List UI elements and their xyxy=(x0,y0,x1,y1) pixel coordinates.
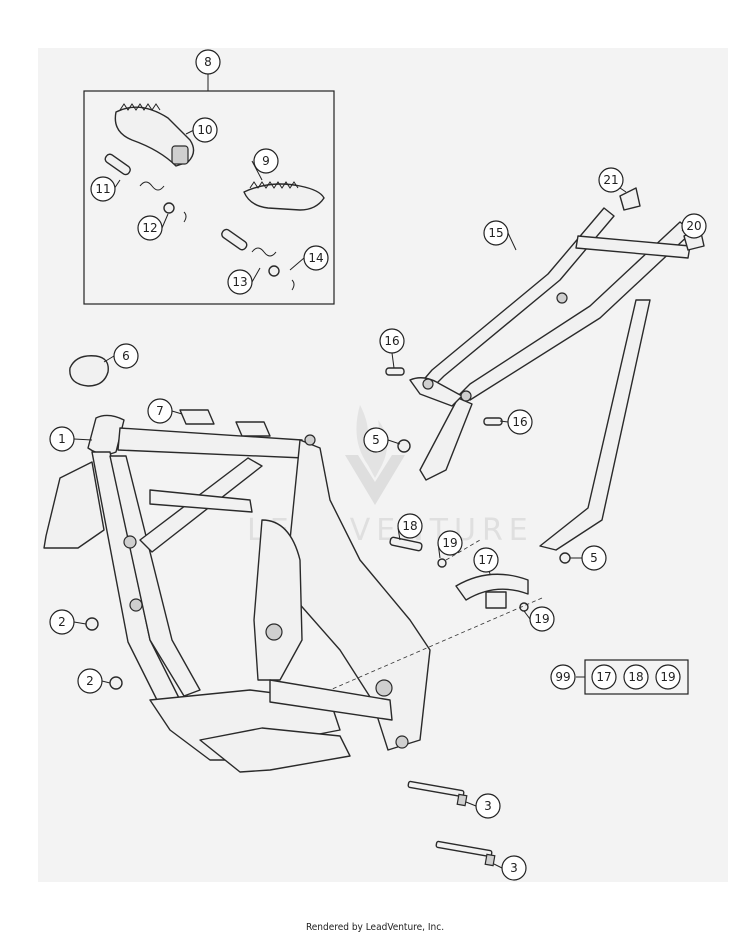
callout-20: 20 xyxy=(681,213,707,239)
svg-text:18: 18 xyxy=(402,519,417,533)
kit-item-18: 18 xyxy=(628,670,643,684)
bolt-16a xyxy=(385,367,405,376)
svg-text:14: 14 xyxy=(308,251,323,265)
main-frame xyxy=(43,414,431,773)
svg-text:9: 9 xyxy=(262,154,270,168)
cover-part xyxy=(69,355,109,387)
svg-text:16: 16 xyxy=(512,415,527,429)
bolt-5a xyxy=(397,439,411,453)
diagram-background xyxy=(38,48,728,882)
callout-10: 10 xyxy=(192,117,218,143)
kit-label: 99 xyxy=(555,670,570,684)
svg-text:15: 15 xyxy=(488,226,503,240)
nut-2a xyxy=(85,617,99,631)
callout-14: 14 xyxy=(303,245,329,271)
callout-16-upper: 16 xyxy=(379,328,405,354)
svg-text:11: 11 xyxy=(95,182,110,196)
svg-text:3: 3 xyxy=(510,861,518,875)
callout-3-lower: 3 xyxy=(501,855,527,881)
callout-21: 21 xyxy=(598,167,624,193)
callout-6: 6 xyxy=(113,343,139,369)
svg-text:2: 2 xyxy=(58,615,66,629)
kit-item-19: 19 xyxy=(660,670,675,684)
callout-3-upper: 3 xyxy=(475,793,501,819)
svg-text:8: 8 xyxy=(204,55,212,69)
subframe-plug-upper xyxy=(619,187,641,211)
svg-text:5: 5 xyxy=(372,433,380,447)
footpeg-left xyxy=(243,181,325,211)
svg-text:19: 19 xyxy=(534,612,549,626)
svg-text:2: 2 xyxy=(86,674,94,688)
callout-15: 15 xyxy=(483,220,509,246)
svg-text:19: 19 xyxy=(442,536,457,550)
footpeg-kit-box xyxy=(83,90,335,305)
bolt-16b xyxy=(483,417,503,426)
footpeg-pin-lower xyxy=(221,228,295,291)
svg-text:3: 3 xyxy=(484,799,492,813)
long-bolt-upper xyxy=(407,780,468,807)
callout-17: 17 xyxy=(473,547,499,573)
kit-group-99: 99 17 18 19 xyxy=(550,659,689,695)
svg-text:10: 10 xyxy=(197,123,212,137)
subframe xyxy=(409,207,693,551)
callout-19-lower: 19 xyxy=(529,606,555,632)
callout-11: 11 xyxy=(90,176,116,202)
svg-text:5: 5 xyxy=(590,551,598,565)
callout-9: 9 xyxy=(253,148,279,174)
footer-credit: Rendered by LeadVenture, Inc. xyxy=(305,922,445,933)
svg-text:6: 6 xyxy=(122,349,130,363)
callout-5-left: 5 xyxy=(363,427,389,453)
callout-18: 18 xyxy=(397,513,423,539)
svg-text:21: 21 xyxy=(603,173,618,187)
frame-protectors xyxy=(179,409,271,437)
callout-1: 1 xyxy=(49,426,75,452)
callout-8: 8 xyxy=(195,49,221,75)
svg-text:16: 16 xyxy=(384,334,399,348)
nut-2b xyxy=(109,676,123,690)
kit-item-17: 17 xyxy=(596,670,611,684)
callout-2-upper: 2 xyxy=(49,609,75,635)
svg-text:17: 17 xyxy=(478,553,493,567)
callout-5-right: 5 xyxy=(581,545,607,571)
long-bolt-lower xyxy=(435,840,496,867)
callout-13: 13 xyxy=(227,269,253,295)
footpeg-right xyxy=(114,103,195,167)
callout-12: 12 xyxy=(137,215,163,241)
svg-text:7: 7 xyxy=(156,404,164,418)
washer-19a xyxy=(437,558,447,568)
screw-18 xyxy=(389,536,423,552)
svg-text:12: 12 xyxy=(142,221,157,235)
callout-7: 7 xyxy=(147,398,173,424)
callout-2-lower: 2 xyxy=(77,668,103,694)
svg-text:20: 20 xyxy=(686,219,701,233)
chain-guide xyxy=(455,573,529,601)
callout-16-lower: 16 xyxy=(507,409,533,435)
callout-19-upper: 19 xyxy=(437,530,463,556)
footpeg-pin-upper xyxy=(104,153,187,223)
bolt-5b xyxy=(559,552,571,564)
svg-text:13: 13 xyxy=(232,275,247,289)
svg-text:1: 1 xyxy=(58,432,66,446)
